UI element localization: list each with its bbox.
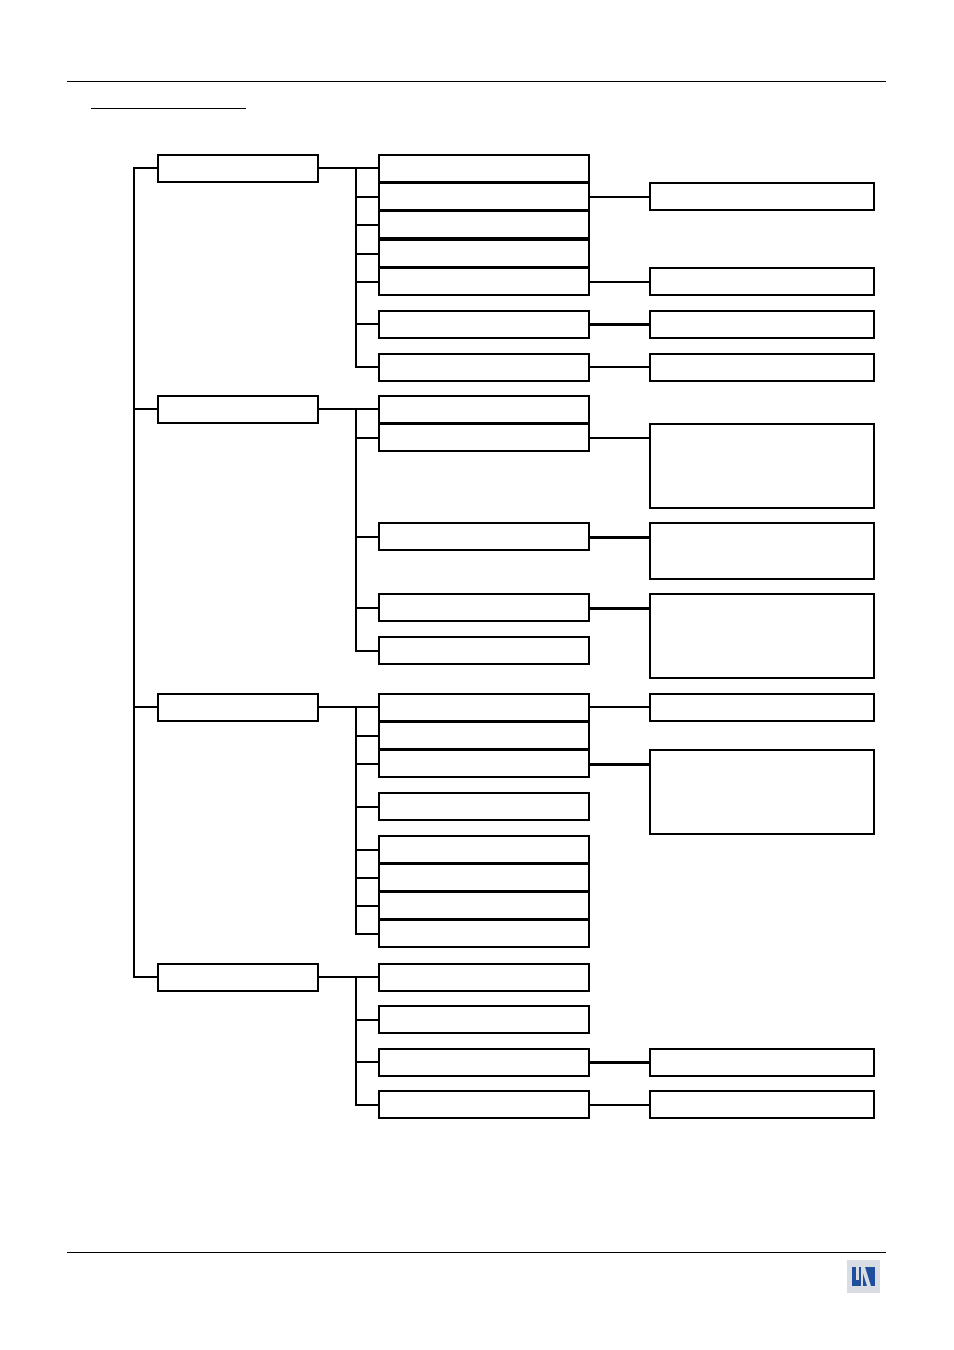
connector <box>355 706 379 708</box>
item-box <box>378 239 590 268</box>
connector <box>355 224 379 226</box>
connector <box>355 437 379 439</box>
connector <box>355 763 379 765</box>
connector <box>355 281 379 283</box>
page-title-underline <box>91 108 246 109</box>
connector <box>590 196 650 198</box>
item-box <box>378 395 590 424</box>
item-box <box>378 835 590 864</box>
item-box <box>378 1090 590 1119</box>
detail-box <box>649 267 875 296</box>
branch-line <box>355 167 357 368</box>
header-rule <box>67 81 886 82</box>
connector <box>590 1104 650 1106</box>
connector <box>355 323 379 325</box>
section-box-3 <box>157 693 319 722</box>
connector <box>355 877 379 879</box>
connector <box>590 281 650 283</box>
branch-line <box>355 976 357 1106</box>
connector <box>133 408 158 410</box>
connector <box>590 763 650 766</box>
branch-line <box>355 408 357 651</box>
connector <box>319 167 356 169</box>
item-box <box>378 891 590 920</box>
detail-box <box>649 423 875 509</box>
item-box <box>378 522 590 551</box>
connector <box>355 196 379 198</box>
connector <box>319 408 356 410</box>
brand-logo-icon-graphic <box>852 1267 875 1286</box>
detail-box <box>649 310 875 339</box>
connector <box>590 536 650 539</box>
connector <box>355 1019 379 1021</box>
item-box <box>378 1048 590 1077</box>
connector <box>133 706 158 708</box>
connector <box>355 933 379 935</box>
connector <box>355 366 379 368</box>
connector <box>355 167 379 169</box>
section-box-4 <box>157 963 319 992</box>
item-box <box>378 963 590 992</box>
item-box <box>378 636 590 665</box>
detail-box <box>649 693 875 722</box>
item-box <box>378 749 590 778</box>
connector <box>355 607 379 609</box>
detail-box <box>649 749 875 835</box>
connector <box>590 607 650 610</box>
item-box <box>378 423 590 452</box>
detail-box <box>649 353 875 382</box>
connector <box>590 706 650 708</box>
branch-line <box>355 706 357 935</box>
connector <box>355 735 379 737</box>
item-box <box>378 721 590 750</box>
connector <box>590 1061 650 1064</box>
footer-rule <box>67 1252 886 1253</box>
item-box <box>378 919 590 948</box>
connector <box>590 323 650 326</box>
section-box-2 <box>157 395 319 424</box>
connector <box>355 536 379 538</box>
connector <box>133 167 158 169</box>
item-box <box>378 1005 590 1034</box>
item-box <box>378 182 590 211</box>
detail-box <box>649 1048 875 1077</box>
page-title <box>91 90 246 106</box>
connector <box>133 976 158 978</box>
item-box <box>378 310 590 339</box>
item-box <box>378 267 590 296</box>
item-box <box>378 593 590 622</box>
detail-box <box>649 182 875 211</box>
connector <box>590 366 650 368</box>
connector <box>590 437 650 439</box>
connector <box>355 408 379 410</box>
detail-box <box>649 1090 875 1119</box>
detail-box <box>649 593 875 679</box>
item-box <box>378 210 590 239</box>
connector <box>319 976 356 978</box>
connector <box>355 1104 379 1106</box>
item-box <box>378 154 590 183</box>
connector <box>355 849 379 851</box>
tree-trunk-line <box>133 168 135 977</box>
detail-box <box>649 522 875 580</box>
connector <box>355 253 379 255</box>
section-box-1 <box>157 154 319 183</box>
connector <box>319 706 356 708</box>
connector <box>355 806 379 808</box>
item-box <box>378 353 590 382</box>
connector <box>355 976 379 978</box>
connector <box>355 650 379 652</box>
connector <box>355 905 379 907</box>
connector <box>355 1061 379 1063</box>
item-box <box>378 863 590 892</box>
brand-logo-icon <box>847 1260 880 1293</box>
item-box <box>378 792 590 821</box>
item-box <box>378 693 590 722</box>
